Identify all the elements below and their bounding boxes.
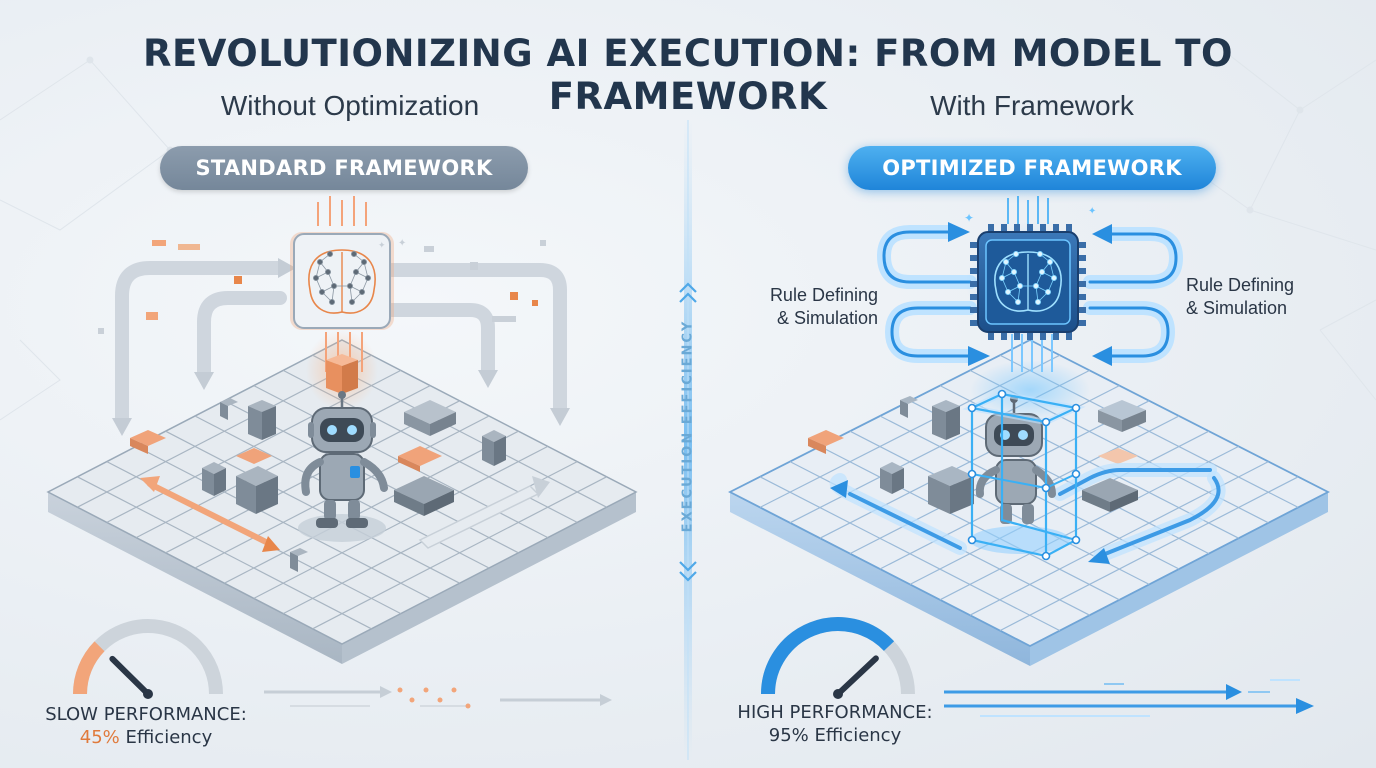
left-speedometer-icon [72,619,223,699]
brain-node [1015,298,1022,305]
left-input-lines [317,196,367,226]
block [236,466,278,514]
left-obstacle-blocks [130,354,506,572]
brain-node [1045,288,1052,295]
execution-efficiency-label: EXECUTION EFFICIENCY [680,319,696,533]
brain-node [1005,288,1012,295]
brain-node [326,250,333,257]
slow-performance-label: SLOW PERFORMANCE: [45,704,247,725]
left-motion-lines [264,686,612,709]
high-performance-caption: HIGH PERFORMANCE: 95% Efficiency [715,701,955,747]
brain-node [1037,250,1044,257]
block [202,462,226,496]
brain-node [1013,250,1020,257]
left-arrow-heads [112,258,570,436]
left-double-arrow [140,476,280,552]
brain-node [1035,298,1042,305]
orange-tile [1098,448,1138,464]
slow-performance-caption: SLOW PERFORMANCE: 45% Efficiency [26,703,266,749]
right-obstacle-blocks [808,396,1146,514]
brain-node [350,250,357,257]
block [928,466,974,514]
block [900,396,918,418]
brain-node [999,274,1006,281]
slow-efficiency-value: 45% [79,727,120,748]
left-flow-arrows [115,261,567,427]
high-efficiency-word: Efficiency [814,725,902,746]
left-subtitle: Without Optimization [220,90,480,121]
left-particles [98,240,546,334]
block [880,462,904,494]
high-performance-label: HIGH PERFORMANCE: [737,702,933,723]
optimized-framework-badge: OPTIMIZED FRAMEWORK [848,146,1216,190]
robot-cage-frame [962,389,1086,561]
svg-text:✦: ✦ [398,238,406,249]
brain-node [316,258,323,265]
high-efficiency-line: 95% Efficiency [715,724,955,747]
rule-label-left: Rule Defining & Simulation [748,284,878,330]
rule-label-right-line1: Rule Defining [1186,275,1295,295]
right-speedometer-icon [761,617,915,699]
brain-node [364,274,371,281]
neural-network-brain-icon: ✦ ✦ [290,232,406,330]
brain-node [1017,282,1024,289]
brain-node [312,274,319,281]
svg-text:✦: ✦ [1088,206,1096,217]
brain-node [352,268,359,275]
rule-label-right-line2: & Simulation [1186,298,1288,318]
standard-framework-badge: STANDARD FRAMEWORK [160,146,528,190]
rule-label-left-line2: & Simulation [776,308,878,328]
brain-node [328,298,335,305]
block [404,400,456,436]
svg-text:✦: ✦ [964,211,974,225]
center-divider [679,120,697,760]
right-subtitle: With Framework [930,90,1134,121]
left-robot-icon [298,391,388,542]
left-panel: ✦ ✦ [46,196,638,709]
right-panel: ✦ ✦ [728,196,1330,717]
brain-node [1011,268,1018,275]
brain-node [358,288,365,295]
block [1098,400,1146,432]
brain-node [346,282,353,289]
brain-node [324,268,331,275]
svg-text:✦: ✦ [378,241,386,251]
slow-efficiency-word: Efficiency [125,727,213,748]
brain-node [1047,258,1054,265]
right-path-arrow-heads [830,480,1110,564]
brain-node [318,288,325,295]
glowing-processor-brain-icon [966,222,1090,344]
brain-node [1033,282,1040,289]
brain-node [1051,274,1058,281]
right-motion-lines [944,679,1314,717]
block [932,400,960,440]
block [1082,478,1138,512]
brain-node [1039,268,1046,275]
brain-node [1003,258,1010,265]
slow-efficiency-line: 45% Efficiency [26,726,266,749]
left-gray-arrow [418,476,550,549]
block [394,476,454,516]
block [220,398,238,420]
orange-tile [236,448,272,464]
brain-node [360,258,367,265]
right-input-lines [1007,196,1049,224]
rule-label-right: Rule Defining & Simulation [1186,274,1316,320]
high-efficiency-value: 95% [768,725,809,746]
rule-label-left-line1: Rule Defining [769,285,878,305]
block [248,400,276,440]
brain-node [330,282,337,289]
right-loop-arrows [876,225,1184,363]
block [290,548,308,572]
page-title: REVOLUTIONIZING AI EXECUTION: FROM MODEL… [142,32,1233,118]
block [482,430,506,466]
brain-node [348,298,355,305]
right-loop-arrow-heads [948,222,1112,366]
